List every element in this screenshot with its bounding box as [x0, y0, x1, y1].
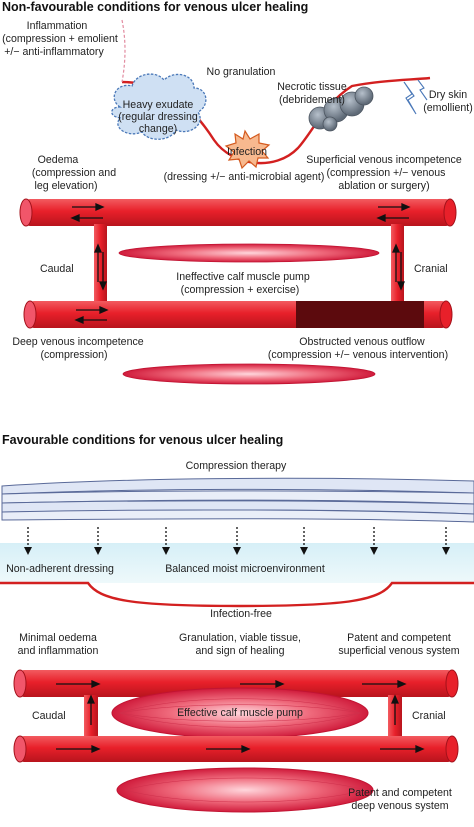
svg-text:Dry skin: Dry skin [429, 89, 467, 101]
caudal-label-top: Caudal [40, 263, 74, 275]
exudate-label: Heavy exudate (regular dressing change) [118, 99, 198, 135]
svg-text:(compression +/− venous: (compression +/− venous [327, 167, 446, 179]
svg-text:superficial venous system: superficial venous system [338, 645, 459, 657]
deep-vein-top [23, 300, 453, 329]
svg-text:Granulation, viable tissue,: Granulation, viable tissue, [179, 632, 301, 644]
svg-text:(debridement): (debridement) [279, 94, 345, 106]
svg-text:Minimal oedema: Minimal oedema [19, 632, 97, 644]
svg-text:Patent and competent: Patent and competent [347, 632, 451, 644]
calf-muscle-lower-fibres [124, 777, 366, 803]
svg-text:and inflammation: and inflammation [18, 645, 99, 657]
svg-text:and sign of healing: and sign of healing [196, 645, 285, 657]
calf-muscle-fibres [119, 698, 361, 728]
svg-text:Oedema: Oedema [38, 154, 79, 166]
bottom-panel-title: Favourable conditions for venous ulcer h… [2, 433, 283, 447]
obstructed-outflow-label: Obstructed venous outflow (compression +… [268, 336, 448, 361]
svg-text:Inflammation: Inflammation [27, 20, 88, 32]
svg-text:leg elevation): leg elevation) [34, 180, 97, 192]
svg-text:(regular dressing: (regular dressing [118, 111, 198, 123]
infection-treatment-label: (dressing +/− anti-microbial agent) [164, 171, 325, 183]
superficial-incompetence-label: Superficial venous incompetence (compres… [306, 154, 462, 192]
svg-text:(compression): (compression) [40, 349, 107, 361]
necrotic-tissue-icon [308, 86, 374, 132]
svg-text:Patent and competent: Patent and competent [348, 787, 452, 799]
svg-text:(emollient): (emollient) [423, 102, 472, 114]
skin-surface-line-healed [0, 581, 474, 608]
top-panel-title: Non-favourable conditions for venous ulc… [2, 0, 308, 14]
svg-text:Deep venous incompetence: Deep venous incompetence [12, 336, 143, 348]
patent-superficial-label: Patent and competent superficial venous … [338, 632, 459, 657]
svg-text:deep venous system: deep venous system [351, 800, 448, 812]
superficial-vein-top [19, 198, 457, 227]
dry-skin-crack-icon [403, 79, 428, 115]
svg-text:Obstructed venous outflow: Obstructed venous outflow [299, 336, 425, 348]
svg-text:Heavy exudate: Heavy exudate [123, 99, 194, 111]
compression-bandage [1, 477, 474, 523]
minimal-oedema-label: Minimal oedema and inflammation [18, 632, 99, 657]
perforator-vein-left-top [94, 224, 107, 308]
dry-skin-label: Dry skin (emollient) [423, 89, 472, 114]
cranial-label-bottom: Cranial [412, 710, 446, 722]
patent-deep-label: Patent and competent deep venous system [348, 787, 452, 812]
compression-therapy-label: Compression therapy [186, 460, 287, 472]
infection-burst-icon [224, 129, 271, 170]
svg-text:(compression +/− venous interv: (compression +/− venous intervention) [268, 349, 448, 361]
calf-muscle-ineffective [118, 243, 380, 263]
exudate-cloud-icon [111, 73, 207, 140]
svg-text:Ineffective calf muscle pump: Ineffective calf muscle pump [176, 271, 310, 283]
obstruction-segment [296, 301, 424, 328]
svg-text:(compression + exercise): (compression + exercise) [181, 284, 300, 296]
svg-text:Superficial venous incompetenc: Superficial venous incompetence [306, 154, 462, 166]
svg-text:ablation or surgery): ablation or surgery) [338, 180, 429, 192]
inflammation-label: Inflammation (compression + emolient +/−… [2, 20, 118, 58]
necrotic-label: Necrotic tissue (debridement) [277, 81, 347, 106]
svg-text:(compression + emolient: (compression + emolient [2, 33, 118, 45]
no-granulation-label: No granulation [207, 66, 276, 78]
svg-text:change): change) [139, 123, 177, 135]
infection-free-label: Infection-free [210, 608, 272, 620]
deep-incompetence-label: Deep venous incompetence (compression) [12, 336, 143, 361]
perforator-vein-right-top [391, 224, 404, 308]
granulation-label: Granulation, viable tissue, and sign of … [179, 632, 301, 657]
moist-label: Balanced moist microenvironment [165, 563, 325, 575]
calf-muscle-lower-top [122, 363, 376, 385]
caudal-label-bottom: Caudal [32, 710, 66, 722]
flow-arrows-bottom [56, 680, 425, 753]
svg-text:(compression and: (compression and [32, 167, 116, 179]
oedema-label: Oedema (compression and leg elevation) [32, 154, 116, 192]
superficial-vein-bottom [13, 669, 459, 698]
svg-text:Necrotic tissue: Necrotic tissue [277, 81, 347, 93]
cranial-label-top: Cranial [414, 263, 448, 275]
effective-pump-label: Effective calf muscle pump [177, 707, 303, 719]
pressure-arrows [24, 527, 450, 555]
calf-pump-ineffective-label: Ineffective calf muscle pump (compressio… [176, 271, 310, 296]
non-adherent-label: Non-adherent dressing [6, 563, 114, 575]
reflux-arrows-top [70, 203, 411, 324]
svg-text:+/− anti-inflammatory: +/− anti-inflammatory [4, 46, 104, 58]
calf-muscle-lower-bottom [116, 767, 374, 813]
infection-label: Infection [227, 146, 267, 158]
inflammation-zone [121, 19, 126, 83]
